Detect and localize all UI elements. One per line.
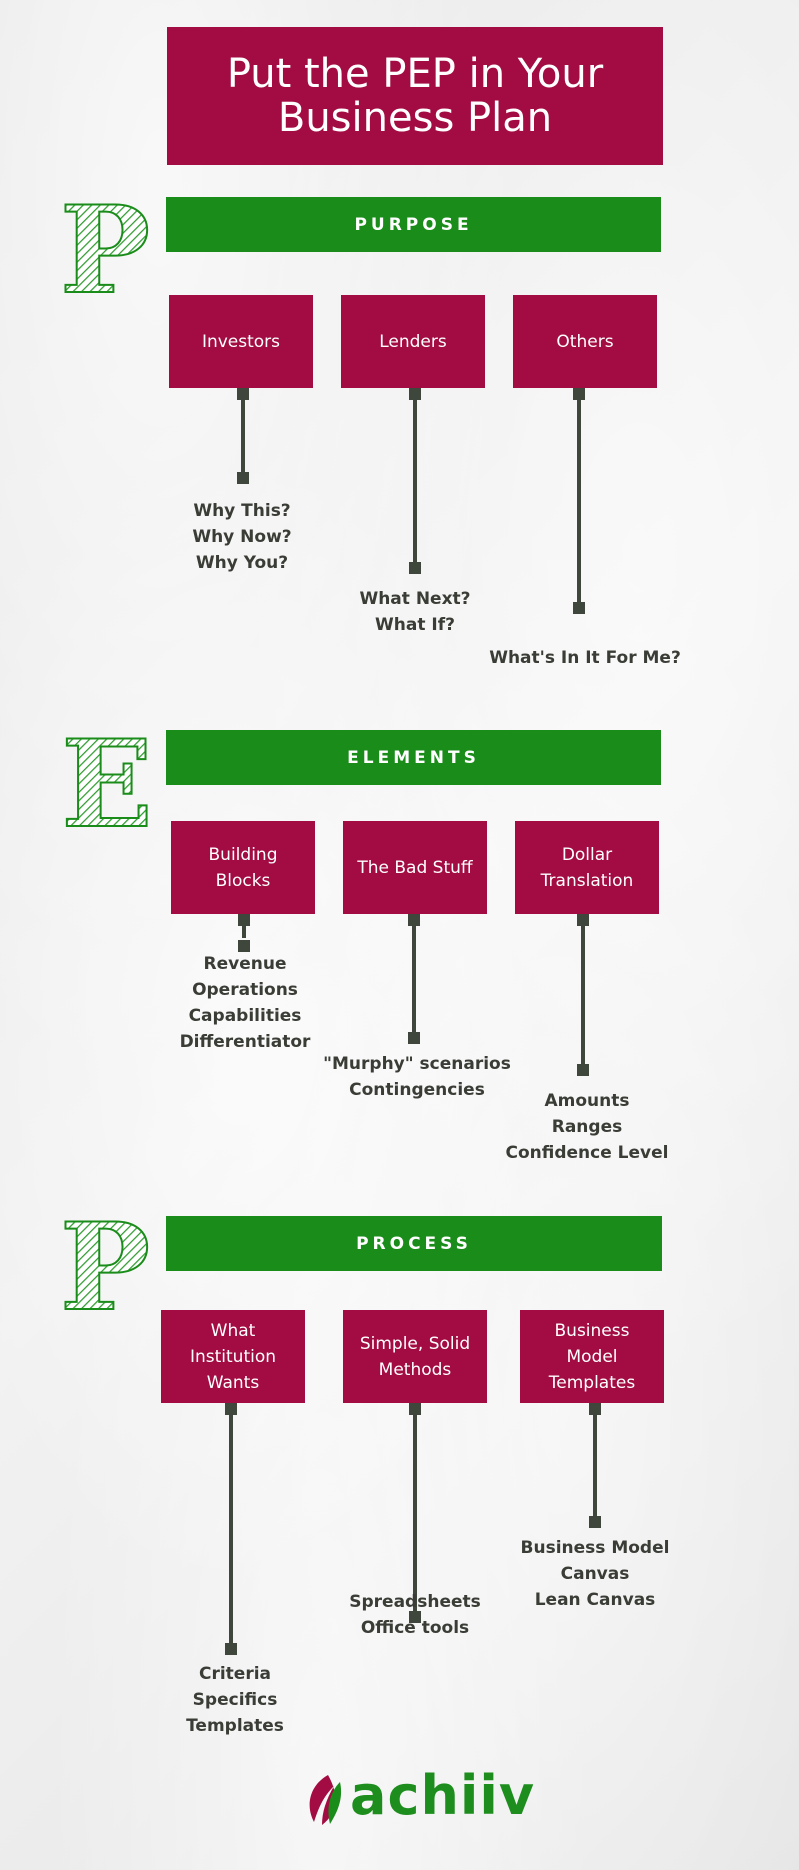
connector-line [412, 920, 416, 1032]
connector-node [589, 1516, 601, 1528]
note-what-institution-wants: Criteria Specifics Templates [186, 1664, 284, 1736]
connector-node [237, 472, 249, 484]
card-building-blocks: Building Blocks [171, 821, 315, 914]
svg-text:P: P [60, 190, 150, 300]
section-header-elements: ELEMENTS [166, 730, 661, 785]
connector-node [577, 1064, 589, 1076]
logo-wordmark: achiiv [350, 1764, 536, 1827]
note-lenders: What Next? What If? [359, 589, 471, 635]
card-simple-solid-methods: Simple, Solid Methods [343, 1310, 487, 1403]
svg-text:E: E [61, 722, 152, 832]
note-business-model-templates: Business Model Canvas Lean Canvas [520, 1538, 670, 1610]
connector-line [413, 1409, 417, 1617]
card-what-institution-wants: What Institution Wants [161, 1310, 305, 1403]
note-building-blocks: Revenue Operations Capabilities Differen… [179, 954, 311, 1052]
connector-line [581, 920, 585, 1064]
connector-node [225, 1643, 237, 1655]
connector-node [408, 1032, 420, 1044]
connector-node [573, 602, 585, 614]
card-others: Others [513, 295, 657, 388]
letter-p2-icon: P [59, 1207, 151, 1317]
connector-line [413, 394, 417, 569]
connector-line [229, 1409, 233, 1649]
connector-line [577, 394, 581, 608]
card-investors: Investors [169, 295, 313, 388]
svg-text:P: P [60, 1207, 150, 1317]
note-simple-solid-methods: Spreadsheets Office tools [349, 1592, 481, 1638]
page-title: Put the PEP in Your Business Plan [226, 51, 604, 141]
section-header-process: PROCESS [166, 1216, 662, 1271]
card-lenders: Lenders [341, 295, 485, 388]
title-banner: Put the PEP in Your Business Plan [167, 27, 663, 165]
connector-line [241, 394, 245, 480]
card-bad-stuff: The Bad Stuff [343, 821, 487, 914]
connector-line [242, 920, 246, 938]
connector-line [593, 1409, 597, 1519]
note-dollar-translation: Amounts Ranges Confidence Level [505, 1091, 669, 1163]
note-investors: Why This? Why Now? Why You? [192, 501, 292, 573]
note-others: What's In It For Me? [489, 648, 681, 668]
connector-node [409, 1611, 421, 1623]
card-business-model-templates: Business Model Templates [520, 1310, 664, 1403]
card-dollar-translation: Dollar Translation [515, 821, 659, 914]
letter-e-icon: E [60, 722, 153, 832]
section-header-purpose: PURPOSE [166, 197, 661, 252]
connector-node [238, 940, 250, 952]
note-bad-stuff: "Murphy" scenarios Contingencies [323, 1054, 511, 1100]
letter-p-icon: P [59, 190, 151, 300]
connector-node [409, 562, 421, 574]
leaf-swirl-icon [309, 1775, 342, 1825]
